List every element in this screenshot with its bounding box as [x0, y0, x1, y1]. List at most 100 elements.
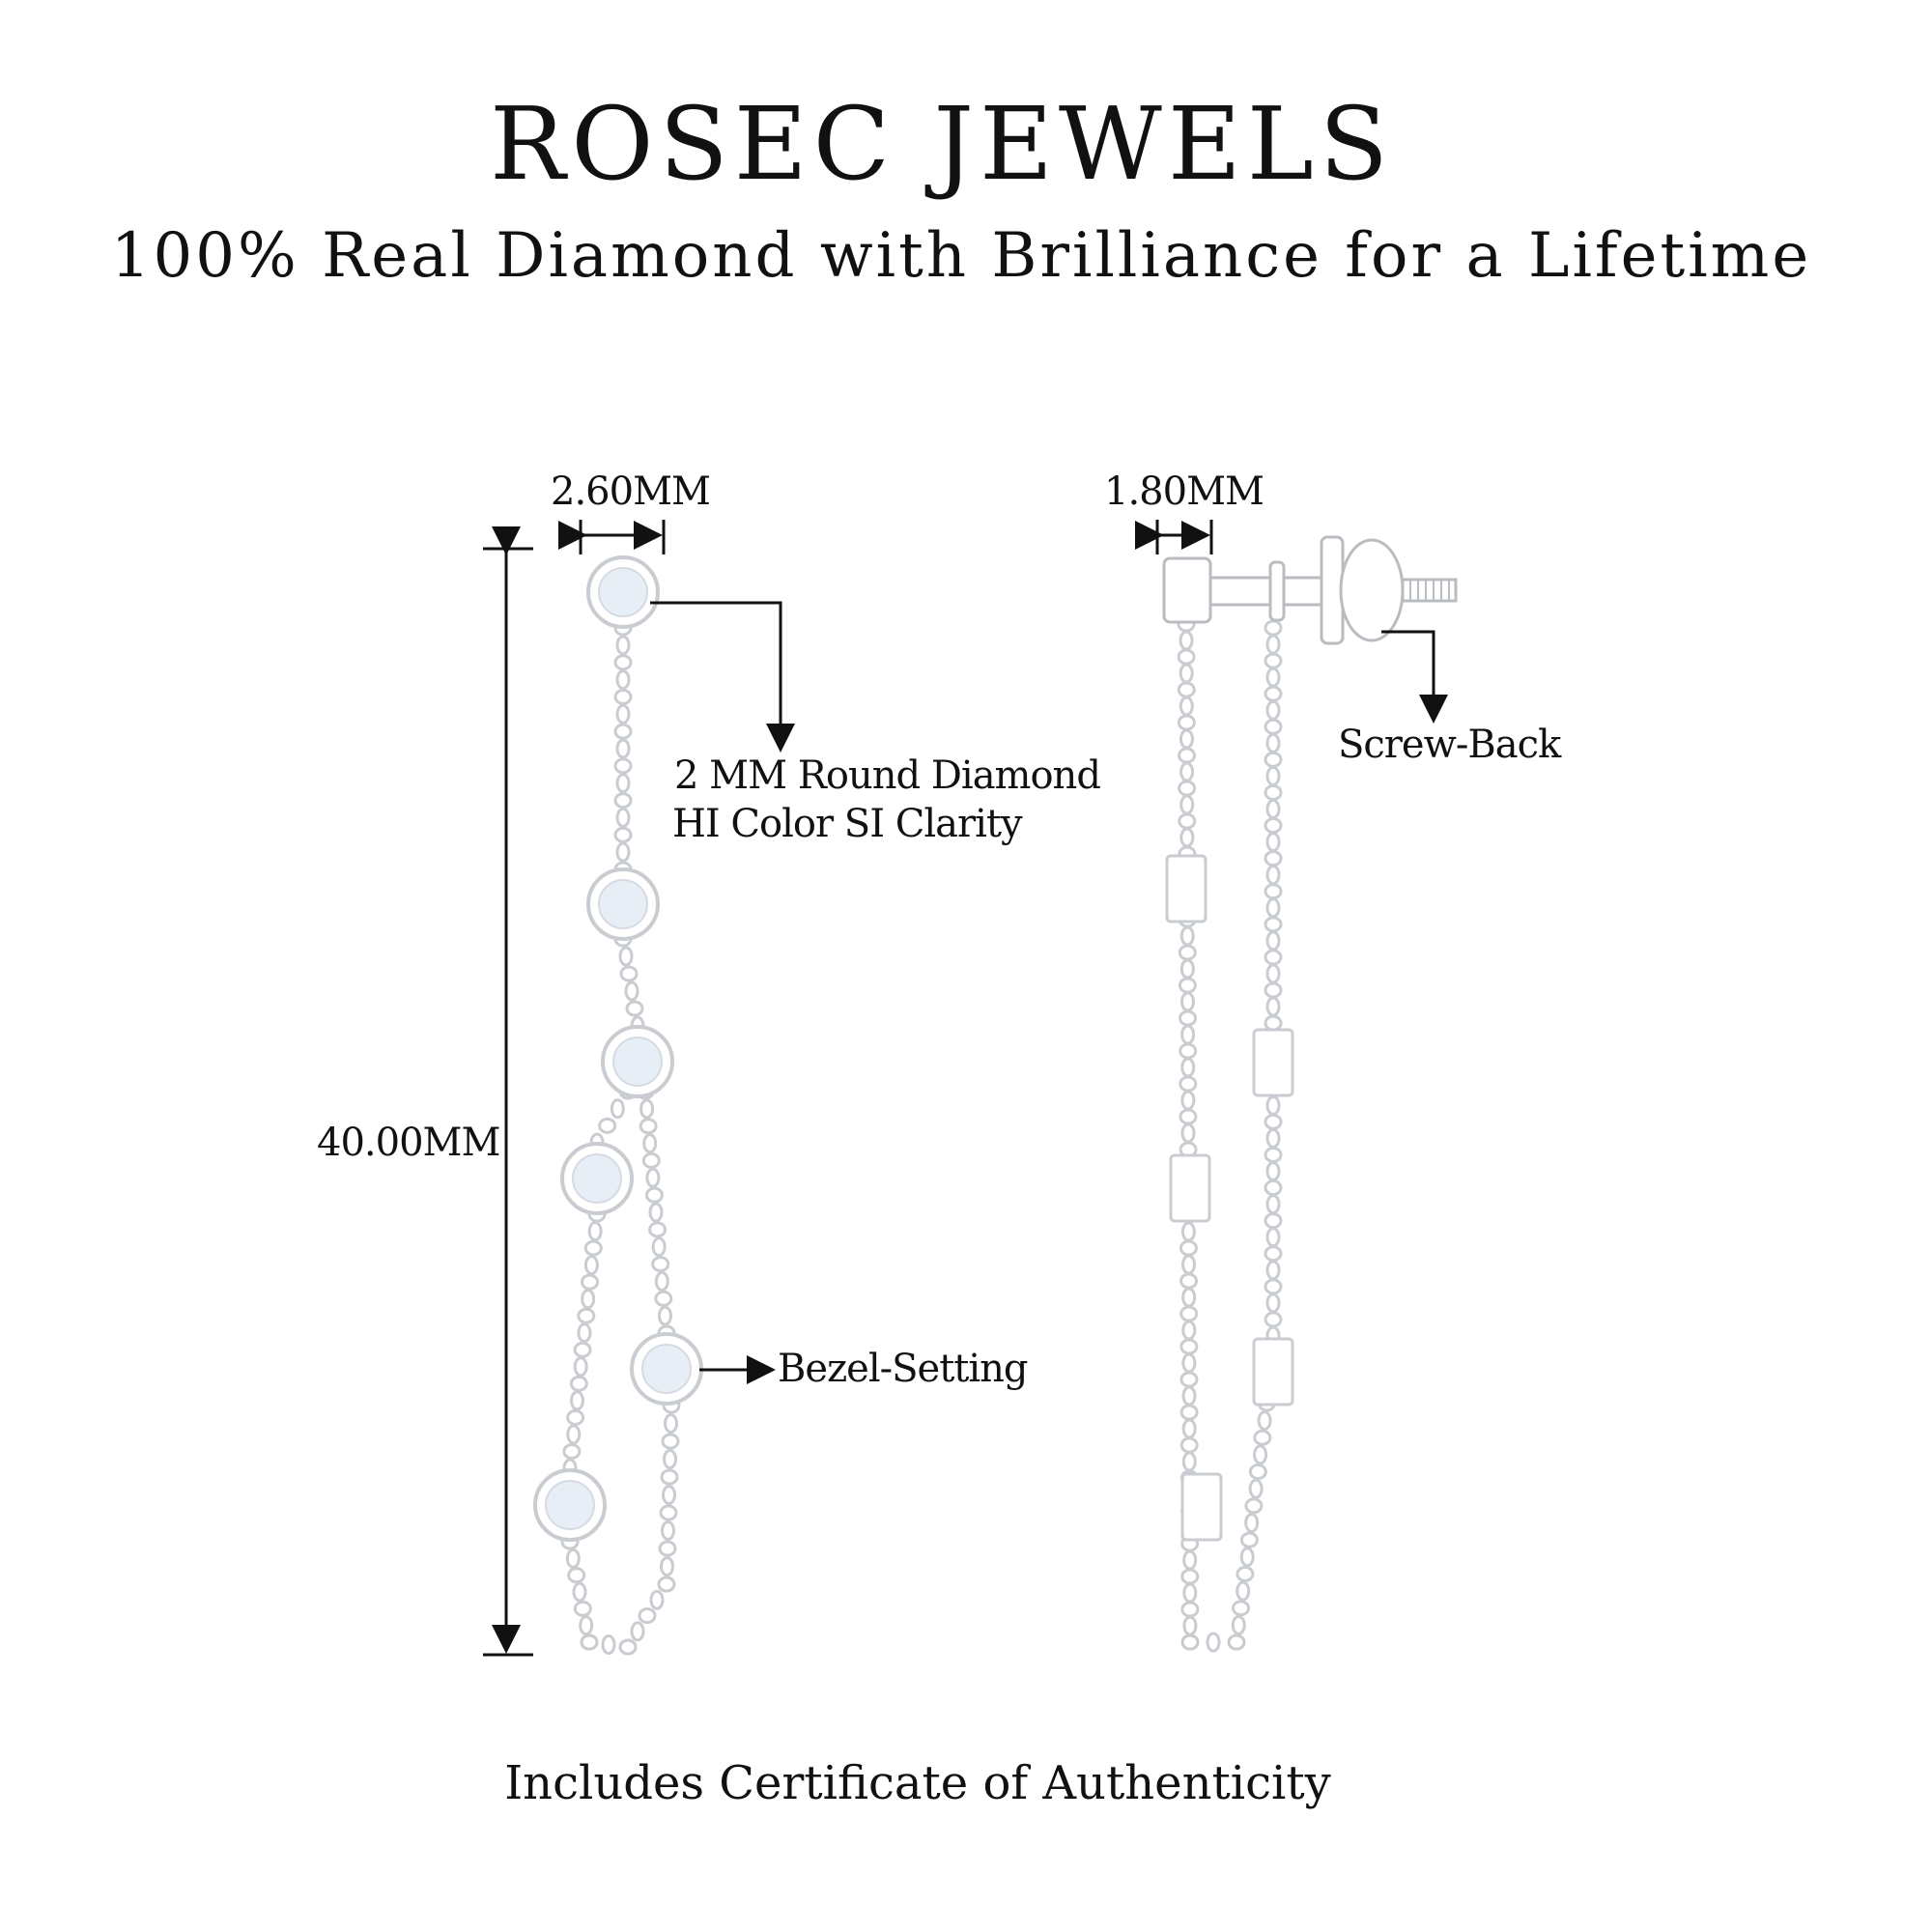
screw-back-stud — [1162, 535, 1458, 645]
chain-link — [1181, 1418, 1197, 1439]
bezel-diamond — [630, 1332, 703, 1406]
chain-link — [1264, 1245, 1283, 1263]
bezel-side-view — [1169, 1153, 1211, 1223]
chain-link — [1265, 996, 1281, 1017]
chain-link — [613, 654, 633, 671]
chain-link — [1227, 1634, 1246, 1651]
chain-link — [648, 1202, 664, 1223]
chain-link — [1180, 1122, 1196, 1144]
chain-link — [1264, 817, 1283, 835]
chain-link — [651, 1256, 670, 1273]
chain-link — [1179, 1371, 1199, 1388]
chain-link — [654, 1270, 669, 1292]
chain-link — [1239, 1531, 1259, 1548]
chain-link — [1179, 630, 1194, 651]
chain-link — [642, 1133, 658, 1154]
chain-link — [1264, 1014, 1283, 1032]
chain-link — [1265, 1293, 1281, 1314]
chain-link — [615, 773, 631, 794]
chain-link — [565, 1548, 581, 1569]
chain-link — [1244, 1512, 1260, 1533]
chain-link — [1179, 1436, 1199, 1454]
chain-link — [1179, 827, 1195, 848]
chain-link — [664, 1413, 678, 1434]
bezel-diamond — [586, 555, 660, 629]
chain-link — [569, 1390, 584, 1411]
length-label: 40.00MM — [317, 1121, 500, 1165]
bezel-side-view — [1252, 1337, 1294, 1406]
chain-link — [1264, 981, 1283, 999]
chain-link — [658, 1540, 677, 1557]
chain-link — [613, 723, 633, 740]
chain-link — [1264, 751, 1283, 768]
chain-link — [1264, 1278, 1283, 1295]
chain-link — [1178, 747, 1197, 764]
bezel-diamond — [533, 1468, 607, 1542]
chain-link — [1177, 681, 1196, 698]
chain-link — [577, 1322, 592, 1344]
chain-link — [567, 1567, 586, 1584]
chain-link — [583, 1239, 603, 1257]
chain-link — [1265, 634, 1281, 655]
chain-link — [1264, 1212, 1283, 1230]
chain-link — [1177, 714, 1196, 731]
chain-link — [619, 965, 639, 982]
chain-link — [1265, 865, 1281, 886]
chain-link — [1231, 1614, 1246, 1635]
chain-link — [1239, 1547, 1255, 1568]
chain-link — [572, 1581, 587, 1603]
chain-link — [1179, 761, 1195, 782]
chain-link — [618, 946, 634, 967]
chain-link — [1180, 1568, 1200, 1585]
chain-link — [1264, 1311, 1283, 1328]
chain-link — [1181, 1320, 1197, 1341]
chain-link — [615, 841, 631, 863]
chain-link — [644, 1186, 664, 1204]
chain-link — [1265, 1227, 1281, 1248]
chain-link — [1265, 765, 1281, 786]
chain-link — [615, 669, 631, 691]
chain-link — [1264, 850, 1283, 867]
chain-link — [1179, 663, 1194, 684]
chain-link — [651, 1236, 667, 1258]
chain-link — [1265, 799, 1281, 819]
chain-link — [1180, 1221, 1196, 1242]
chain-link — [1179, 991, 1195, 1012]
chain-link — [1265, 1161, 1281, 1181]
front-width-label: 2.60MM — [551, 469, 711, 514]
chain-link — [654, 1290, 673, 1307]
chain-link — [1179, 1272, 1199, 1290]
chain-link — [638, 1607, 657, 1624]
chain-link — [613, 688, 633, 705]
chain-link — [1264, 718, 1283, 735]
chain-link — [639, 1118, 658, 1135]
chain-link — [663, 1449, 677, 1469]
chain-link — [1179, 1305, 1199, 1322]
chain-link — [1178, 944, 1197, 961]
chain-link — [1179, 1009, 1198, 1027]
chain-link — [660, 1468, 679, 1486]
chain-link — [1179, 1404, 1199, 1421]
brand-title: ROSEC JEWELS — [489, 85, 1395, 203]
chain-link — [1264, 949, 1283, 966]
chain-link — [1253, 1429, 1272, 1446]
chain-link — [662, 1485, 676, 1505]
chain-link — [1264, 1179, 1283, 1197]
chain-link — [1264, 883, 1283, 900]
chain-link — [615, 807, 631, 828]
chain-link — [641, 1151, 661, 1169]
chain-link — [1236, 1580, 1251, 1602]
chain-link — [1265, 897, 1281, 919]
chain-link — [1181, 1385, 1197, 1406]
chain-link — [1178, 977, 1197, 994]
chain-link — [1180, 1057, 1196, 1078]
chain-link — [1248, 1478, 1264, 1499]
chain-link — [1181, 1254, 1197, 1275]
bezel-side-view — [1180, 1472, 1223, 1542]
chain-link — [562, 1442, 582, 1460]
chain-link — [624, 980, 639, 1002]
bezel-diamond — [601, 1025, 674, 1098]
chain-link — [1265, 732, 1281, 753]
chain-link — [1265, 1194, 1281, 1215]
chain-link — [1179, 696, 1194, 717]
